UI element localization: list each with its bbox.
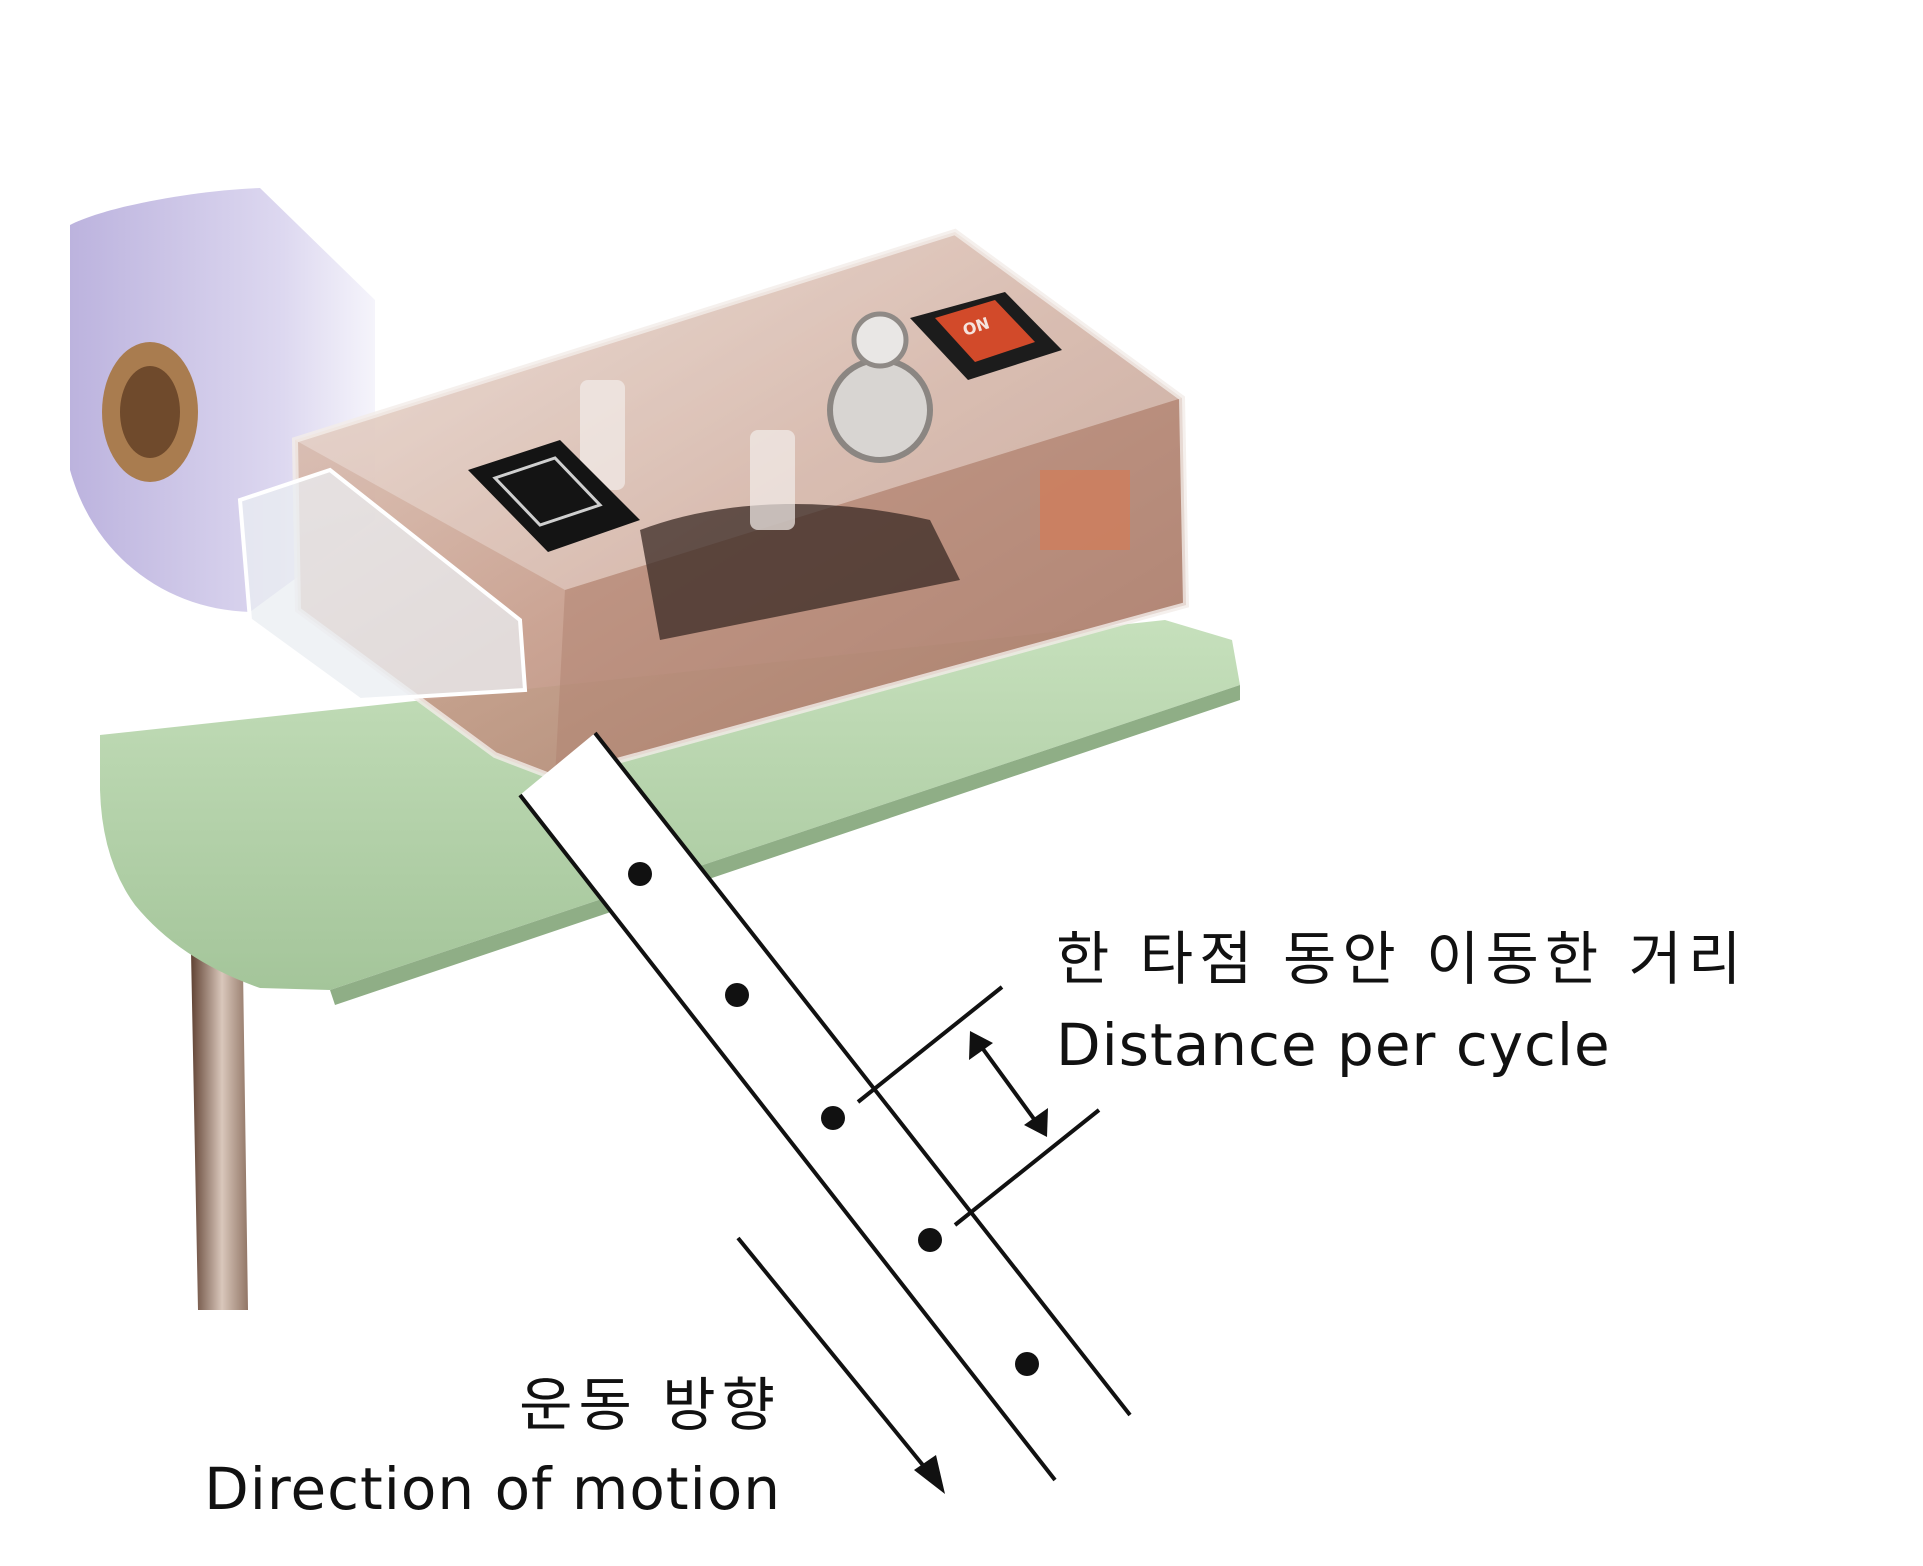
tape-dot [918,1228,942,1252]
distance-label-english: Distance per cycle [1056,1011,1611,1079]
direction-arrow [736,1236,945,1494]
tape-dot [821,1106,845,1130]
direction-label-korean: 운동 방향 [519,1371,781,1439]
direction-label-english: Direction of motion [204,1455,781,1523]
distance-arrowhead-upper [969,1031,993,1060]
name-plate [468,440,640,552]
direction-arrowhead [914,1455,945,1494]
distance-tick-upper [856,985,1004,1104]
tape-dots [628,862,1039,1376]
distance-tick-lower [953,1108,1101,1227]
power-switch[interactable]: ON [910,292,1062,380]
tape-dot [725,983,749,1007]
distance-label-korean: 한 타점 동안 이동한 거리 [1056,925,1748,993]
tape-dot [628,862,652,886]
paper-guide [237,467,528,703]
tape-edge-left [518,793,1057,1482]
base-plate [100,620,1240,1005]
distance-arrowhead-lower [1024,1108,1048,1137]
paper-tape [518,731,1132,1482]
tape-edge-right [593,731,1132,1417]
tape-dot [1015,1352,1039,1376]
distance-marker [856,985,1101,1227]
